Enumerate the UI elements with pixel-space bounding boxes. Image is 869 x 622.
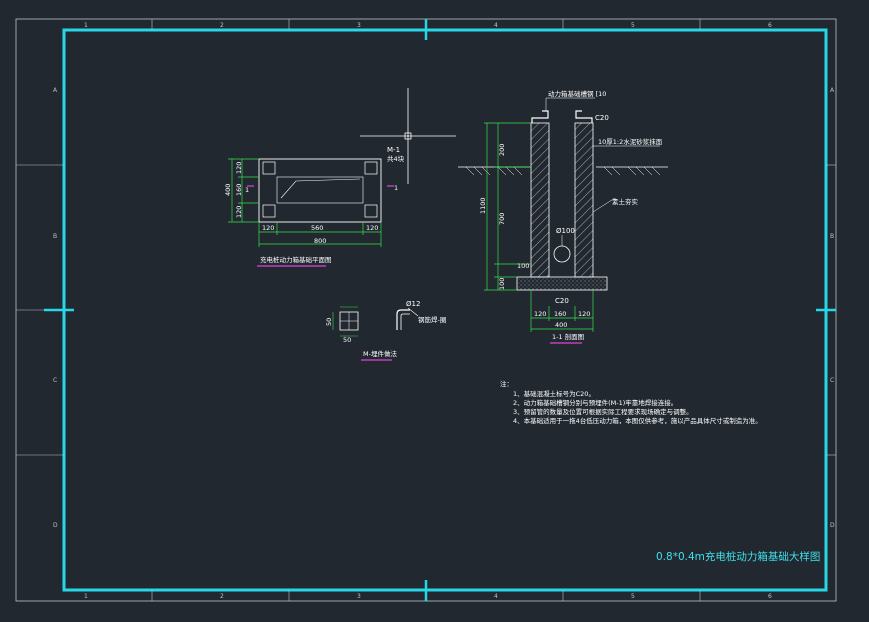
plan-dim-left-3: 120 (235, 206, 243, 218)
plan-dimensions (228, 158, 382, 247)
embed-caption: M-埋件做法 (363, 349, 397, 358)
bar-note: 钢筋焊-圈 (418, 315, 446, 324)
channel-label: 动力箱基础槽钢 [10 (548, 89, 606, 98)
row-label: D (53, 522, 58, 529)
plan-view: 1 1 120 560 120 800 120 160 120 400 充电桩动… (224, 158, 398, 267)
section-mark-left: 1 (245, 186, 249, 194)
section-dim-2: 700 (498, 213, 506, 225)
note-2: 2、动力箱基础槽钢分别与预埋件(M-1)牢靠地焊接连接。 (513, 398, 677, 407)
embed-plate (262, 204, 276, 218)
centring-marks (44, 19, 836, 601)
bar-size: Ø12 (406, 300, 420, 308)
section-dim-bottom-1: 120 (534, 310, 546, 318)
column-label: 5 (631, 593, 635, 600)
section-dim-bottom-3: 120 (578, 310, 590, 318)
drawing-title: 0.8*0.4m充电桩动力箱基础大样图 (656, 550, 820, 563)
embed-plate (364, 204, 378, 218)
column-label: 5 (631, 22, 635, 29)
row-label: A (53, 87, 58, 94)
row-label: B (830, 233, 834, 240)
row-label: C (53, 377, 57, 384)
row-label: D (830, 522, 835, 529)
column-label: 6 (768, 593, 772, 600)
row-labels-left: A B C D (53, 87, 58, 529)
column-label: 2 (220, 22, 224, 29)
row-label: B (53, 233, 57, 240)
right-wall (574, 122, 594, 278)
channel-right (575, 110, 593, 123)
ground-hatch (465, 166, 661, 176)
column-label: 3 (357, 22, 361, 29)
plan-dim-left-2: 160 (235, 184, 243, 196)
column-label: 2 (220, 593, 224, 600)
base-slab (516, 276, 608, 291)
embed-sublabel: 共4块 (387, 154, 405, 163)
plan-outline (258, 158, 382, 223)
pipe-route (280, 178, 361, 199)
plan-dim-left-total: 400 (224, 184, 232, 196)
channel-left (531, 110, 549, 123)
embed-dim-1: 50 (325, 318, 333, 326)
backfill-note: 素土夯实 (612, 197, 639, 206)
plan-dim-bottom-2: 560 (311, 224, 323, 232)
conduit-pipe (553, 245, 571, 263)
column-labels-top: 1 2 3 4 5 6 (84, 22, 772, 29)
column-labels-bottom: 1 2 3 4 5 6 (84, 593, 772, 600)
embed-detail: 50 50 Ø12 钢筋焊-圈 M-埋件做法 (325, 300, 446, 361)
concrete-base-label: C20 (555, 297, 569, 305)
embed-plate (364, 161, 378, 175)
embed-dim-2: 50 (343, 336, 351, 344)
note-1: 1、基础混凝土标号为C20。 (513, 389, 595, 398)
plan-dim-total: 800 (314, 237, 326, 245)
outer-frame (15, 18, 837, 602)
concrete-top-label: C20 (595, 114, 609, 122)
section-mark-right: 1 (394, 184, 398, 192)
plan-opening (276, 176, 364, 204)
mortar-note: 10厚1:2水泥砂浆抹面 (598, 137, 663, 146)
notes-block: 注： 1、基础混凝土标号为C20。 2、动力箱基础槽钢分别与预埋件(M-1)牢靠… (500, 379, 762, 425)
section-dimensions-left (484, 122, 531, 291)
embed-label: M-1 (387, 146, 400, 154)
plan-caption: 充电桩动力箱基础平面图 (260, 255, 332, 264)
embed-plate (262, 161, 276, 175)
row-labels-right: A B C D (830, 87, 835, 529)
note-4: 4、本基础适用于一拖4台低压动力箱，本图仅供参考，施以产品具体尺寸或制造为准。 (513, 416, 762, 425)
notes-heading: 注： (500, 379, 513, 388)
section-dim-3: 100 (517, 262, 529, 270)
row-label: A (830, 87, 835, 94)
plan-dim-left-1: 120 (235, 162, 243, 174)
pipe-label: Ø100 (556, 227, 575, 235)
section-dim-total: 1100 (479, 197, 487, 214)
left-wall (530, 122, 550, 278)
anchor-bar (396, 309, 410, 330)
section-dim-bottom-2: 160 (554, 310, 566, 318)
column-label: 4 (494, 22, 498, 29)
column-label: 6 (768, 22, 772, 29)
column-label: 1 (84, 593, 88, 600)
crosshair-cursor (360, 88, 456, 184)
column-label: 1 (84, 22, 88, 29)
note-3: 3、预留管的数量及位置可根据实际工程要求现场确定与调整。 (513, 407, 693, 416)
row-label: C (830, 377, 834, 384)
column-label: 3 (357, 593, 361, 600)
section-view: Ø100 动力箱基础槽钢 [10 C20 10厚1:2水泥砂浆抹面 素土夯实 2… (458, 89, 668, 344)
column-label: 4 (494, 593, 498, 600)
plan-dim-bottom-1: 120 (262, 224, 274, 232)
section-dim-bottom-total: 400 (555, 321, 567, 329)
section-dim-4: 100 (498, 278, 506, 290)
plan-dim-bottom-3: 120 (366, 224, 378, 232)
inner-frame (62, 28, 828, 592)
sheet-border: 1 2 3 4 5 6 1 2 3 4 5 6 A B C D A B C D (15, 18, 837, 602)
section-caption: 1-1 剖面图 (552, 332, 584, 341)
section-dim-1: 200 (498, 144, 506, 156)
section-dimensions-bottom (530, 290, 594, 332)
zone-ticks (16, 19, 836, 601)
